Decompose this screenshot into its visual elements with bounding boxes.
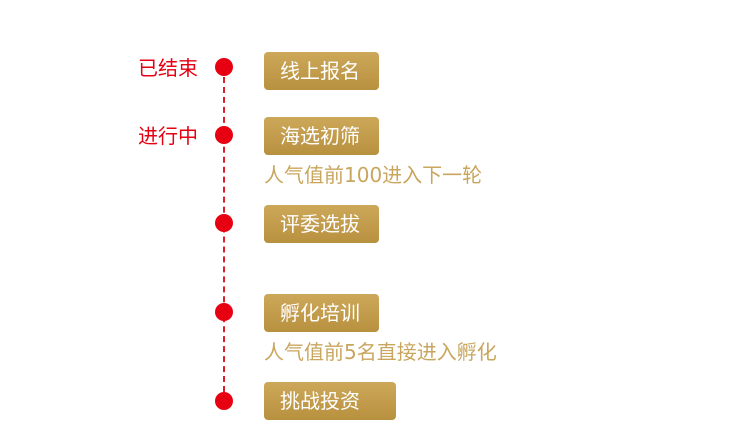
timeline-dot-1 — [215, 58, 233, 76]
stage-judge-selection[interactable]: 评委选拔 — [264, 205, 379, 243]
stage-challenge-investment[interactable]: 挑战投资 — [264, 382, 396, 420]
stage-online-registration[interactable]: 线上报名 — [264, 52, 379, 90]
timeline-dot-3 — [215, 214, 233, 232]
stage-incubation-training[interactable]: 孵化培训 — [264, 294, 379, 332]
timeline-dot-4 — [215, 303, 233, 321]
status-ended: 已结束 — [138, 56, 198, 80]
status-in-progress: 进行中 — [138, 124, 198, 148]
timeline-dot-5 — [215, 392, 233, 410]
timeline-dot-2 — [215, 126, 233, 144]
stage-preliminary-screening[interactable]: 海选初筛 — [264, 117, 379, 155]
stage-preliminary-screening-note: 人气值前100进入下一轮 — [264, 163, 483, 187]
timeline-dashed-line — [223, 67, 225, 402]
stage-incubation-training-note: 人气值前5名直接进入孵化 — [264, 340, 497, 364]
